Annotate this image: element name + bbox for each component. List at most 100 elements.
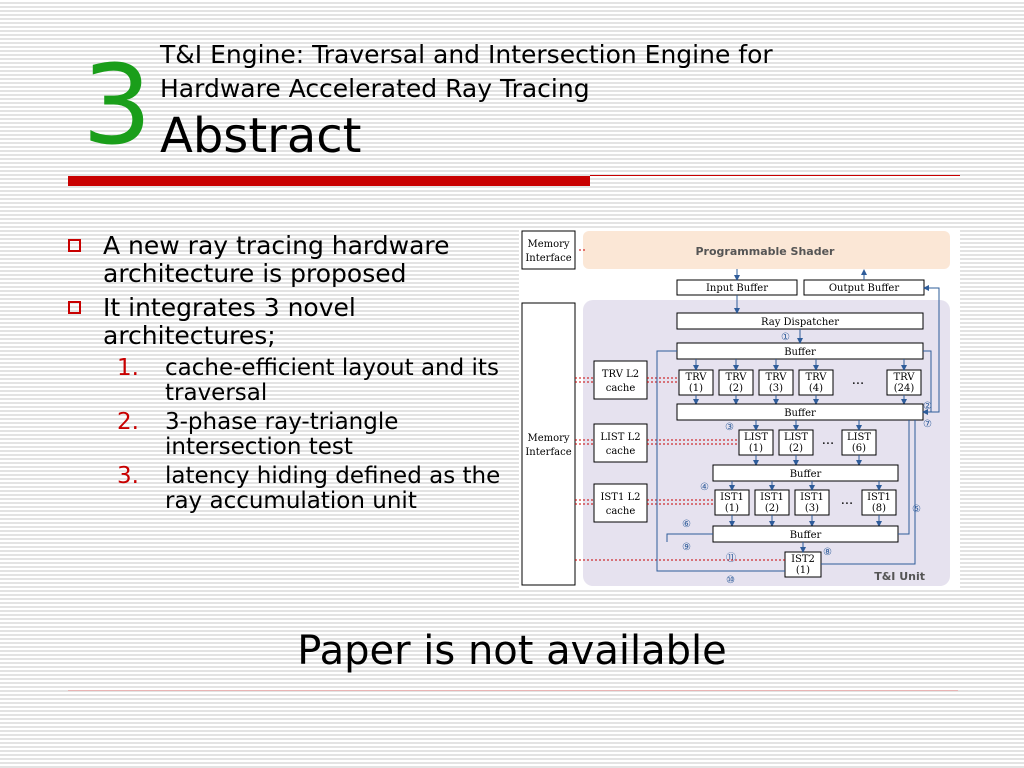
- sub-item: 2. 3-phase ray-triangle intersection tes…: [117, 410, 508, 460]
- list-unit-name: LIST: [784, 432, 808, 443]
- ist1-unit-index: (3): [805, 503, 819, 514]
- list-unit-box: [778, 429, 814, 456]
- list-unit-name: LIST: [847, 432, 871, 443]
- trv-unit-index: (4): [809, 383, 823, 394]
- list-unit-index: (2): [789, 443, 803, 454]
- trv-unit-name: TRV: [805, 372, 827, 383]
- memory-interface-main-line1: Memory: [527, 433, 569, 444]
- trv-unit-index: (1): [689, 383, 703, 394]
- trv-l2-cache-box: [593, 360, 648, 400]
- trv-unit-name: TRV: [893, 372, 915, 383]
- sub-item-number: 3.: [117, 463, 139, 489]
- ist1-ellipsis: ...: [841, 493, 853, 508]
- bullet-text: A new ray tracing hardware architecture …: [103, 231, 450, 288]
- sub-item: 3. latency hiding defined as the ray acc…: [117, 464, 508, 514]
- slide-number: 3: [82, 41, 152, 169]
- trv-unit-box: [718, 369, 754, 396]
- sub-item-text: latency hiding defined as the ray accumu…: [165, 463, 501, 514]
- architecture-diagram-svg: Memory Interface Memory Interface Progra…: [521, 230, 950, 586]
- bullet-list: A new ray tracing hardware architecture …: [68, 232, 508, 518]
- marker-8: ⑧: [823, 547, 832, 558]
- slide-title: Abstract: [160, 108, 362, 164]
- buffer-4-label: Buffer: [790, 530, 822, 541]
- trv-unit-index: (3): [769, 383, 783, 394]
- sub-item-text: 3-phase ray-triangle intersection test: [165, 409, 399, 460]
- marker-4: ④: [700, 482, 709, 493]
- memory-interface-main-line2: Interface: [525, 447, 571, 458]
- marker-3: ③: [725, 422, 734, 433]
- memory-interface-top-line1: Memory: [527, 239, 569, 250]
- list-unit-name: LIST: [744, 432, 768, 443]
- ist2-unit-name: IST2: [791, 554, 815, 565]
- list-unit-index: (6): [852, 443, 866, 454]
- trv-units: TRV (1) TRV (2) TRV (3) TRV (4) ... TRV …: [678, 369, 922, 396]
- buffer-2-label: Buffer: [784, 408, 816, 419]
- memory-interface-top-line2: Interface: [525, 253, 571, 264]
- ray-dispatcher-label: Ray Dispatcher: [761, 317, 839, 328]
- ist1-unit-box: [794, 489, 830, 516]
- trv-unit-name: TRV: [725, 372, 747, 383]
- square-bullet-icon: [68, 239, 81, 252]
- marker-10: ⑩: [726, 575, 735, 586]
- list-unit-index: (1): [749, 443, 763, 454]
- ist1-unit-name: IST1: [720, 492, 744, 503]
- ist1-unit-index: (2): [765, 503, 779, 514]
- bullet-item: A new ray tracing hardware architecture …: [68, 232, 508, 288]
- marker-5: ⑤: [912, 504, 921, 515]
- marker-9: ⑨: [682, 542, 691, 553]
- sub-item-number: 2.: [117, 409, 139, 435]
- bullet-item: It integrates 3 novel architectures;: [68, 294, 508, 350]
- marker-2: ②: [923, 401, 932, 412]
- ist1-unit-index: (1): [725, 503, 739, 514]
- programmable-shader-label: Programmable Shader: [696, 245, 836, 258]
- ist1-unit-name: IST1: [800, 492, 824, 503]
- slide-subtitle: T&I Engine: Traversal and Intersection E…: [160, 38, 920, 106]
- subtitle-line-1: T&I Engine: Traversal and Intersection E…: [160, 40, 773, 69]
- buffer-1-label: Buffer: [784, 347, 816, 358]
- subtitle-line-2: Hardware Accelerated Ray Tracing: [160, 74, 590, 103]
- ist1-l2-line2: cache: [606, 506, 636, 517]
- ist1-unit-index: (8): [872, 503, 886, 514]
- ist1-unit-name: IST1: [760, 492, 784, 503]
- list-unit-box: [738, 429, 774, 456]
- ist1-l2-line1: IST1 L2: [600, 492, 640, 503]
- sub-item-number: 1.: [117, 355, 139, 381]
- input-buffer-label: Input Buffer: [706, 283, 768, 294]
- list-ellipsis: ...: [822, 433, 834, 448]
- bullet-text: It integrates 3 novel architectures;: [103, 293, 356, 350]
- sub-item: 1. cache-efficient layout and its traver…: [117, 356, 508, 406]
- architecture-diagram: Memory Interface Memory Interface Progra…: [519, 228, 960, 590]
- list-l2-cache-box: [593, 423, 648, 463]
- list-l2-line2: cache: [606, 446, 636, 457]
- ist2-unit-index: (1): [796, 565, 810, 576]
- buffer-3-label: Buffer: [790, 469, 822, 480]
- trv-unit-index: (24): [894, 383, 915, 394]
- marker-7: ⑦: [923, 419, 932, 430]
- trv-unit-name: TRV: [765, 372, 787, 383]
- trv-unit-name: TRV: [685, 372, 707, 383]
- list-l2-line1: LIST L2: [600, 432, 640, 443]
- footer-text: Paper is not available: [297, 628, 727, 674]
- ist1-units: IST1 (1) IST1 (2) IST1 (3) ... IST1 (8): [714, 489, 897, 516]
- trv-l2-line2: cache: [606, 383, 636, 394]
- list-units: LIST (1) LIST (2) ... LIST (6): [738, 429, 877, 456]
- square-bullet-icon: [68, 301, 81, 314]
- title-rule-thick: [68, 176, 590, 186]
- trv-unit-index: (2): [729, 383, 743, 394]
- ti-unit-label: T&I Unit: [874, 570, 925, 583]
- sub-item-text: cache-efficient layout and its traversal: [165, 355, 499, 406]
- trv-ellipsis: ...: [852, 373, 864, 388]
- title-rule-thin: [590, 175, 960, 176]
- shader-panel: [583, 231, 950, 269]
- buffer-3-box: [712, 464, 899, 482]
- marker-1: ①: [781, 332, 790, 343]
- bottom-rule: [68, 690, 958, 691]
- output-buffer-label: Output Buffer: [829, 283, 900, 294]
- memory-interface-top: [521, 230, 576, 270]
- trv-l2-line1: TRV L2: [602, 369, 639, 380]
- ist1-l2-cache-box: [593, 483, 648, 523]
- memory-interface-main: [521, 302, 576, 586]
- ist1-unit-name: IST1: [867, 492, 891, 503]
- marker-6: ⑥: [682, 519, 691, 530]
- marker-11: ⑪: [726, 552, 736, 564]
